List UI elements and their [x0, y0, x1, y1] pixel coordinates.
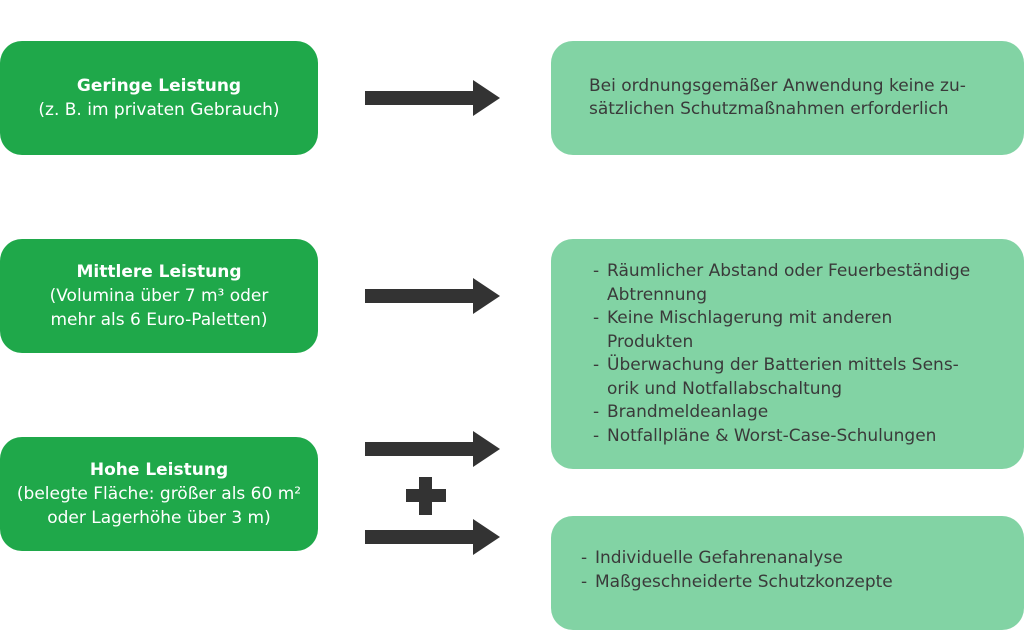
list-item: Individuelle Gefahrenanalyse	[581, 547, 1004, 571]
measure-box-high: Individuelle Gefahrenanalyse Maßgeschnei…	[551, 516, 1024, 630]
level-detail-medium-2: mehr als 6 Euro-Paletten)	[50, 310, 268, 330]
level-box-high: Hohe Leistung (belegte Fläche: größer al…	[0, 437, 318, 551]
list-item: Überwachung der Batterien mittels Sens- …	[593, 354, 1004, 401]
level-detail-high-1: (belegte Fläche: größer als 60 m²	[16, 484, 302, 504]
list-item: Brandmeldeanlage	[593, 401, 1004, 425]
arrow-medium	[365, 278, 500, 314]
list-item: Räumlicher Abstand oder Feuerbeständige …	[593, 260, 1004, 307]
level-title-high: Hohe Leistung	[89, 460, 229, 480]
level-detail-medium-1: (Volumina über 7 m³ oder	[49, 286, 269, 306]
measure-box-low: Bei ordnungsgemäßer Anwendung keine zu- …	[551, 41, 1024, 155]
arrow-high-1	[365, 431, 500, 467]
level-detail-low: (z. B. im privaten Gebrauch)	[38, 100, 280, 120]
list-item: Maßgeschneiderte Schutzkonzepte	[581, 571, 1004, 595]
plus-icon	[406, 477, 446, 515]
list-item: Notfallpläne & Worst-Case-Schulungen	[593, 425, 1004, 449]
measure-list-medium: Räumlicher Abstand oder Feuerbeständige …	[593, 260, 1004, 448]
level-box-medium: Mittlere Leistung (Volumina über 7 m³ od…	[0, 239, 318, 353]
measure-low-line-1: Bei ordnungsgemäßer Anwendung keine zu-	[589, 75, 966, 96]
level-title-medium: Mittlere Leistung	[76, 262, 242, 282]
arrow-high-2	[365, 519, 500, 555]
level-box-low: Geringe Leistung (z. B. im privaten Gebr…	[0, 41, 318, 155]
measure-list-high: Individuelle Gefahrenanalyse Maßgeschnei…	[581, 547, 1004, 594]
measure-box-medium: Räumlicher Abstand oder Feuerbeständige …	[551, 239, 1024, 469]
level-title-low: Geringe Leistung	[76, 76, 242, 96]
measure-low-line-2: sätzlichen Schutzmaßnahmen erforderlich	[589, 99, 949, 119]
level-detail-high-2: oder Lagerhöhe über 3 m)	[47, 508, 271, 528]
list-item: Keine Mischlagerung mit anderen Produkte…	[593, 307, 1004, 354]
arrow-low	[365, 80, 500, 116]
